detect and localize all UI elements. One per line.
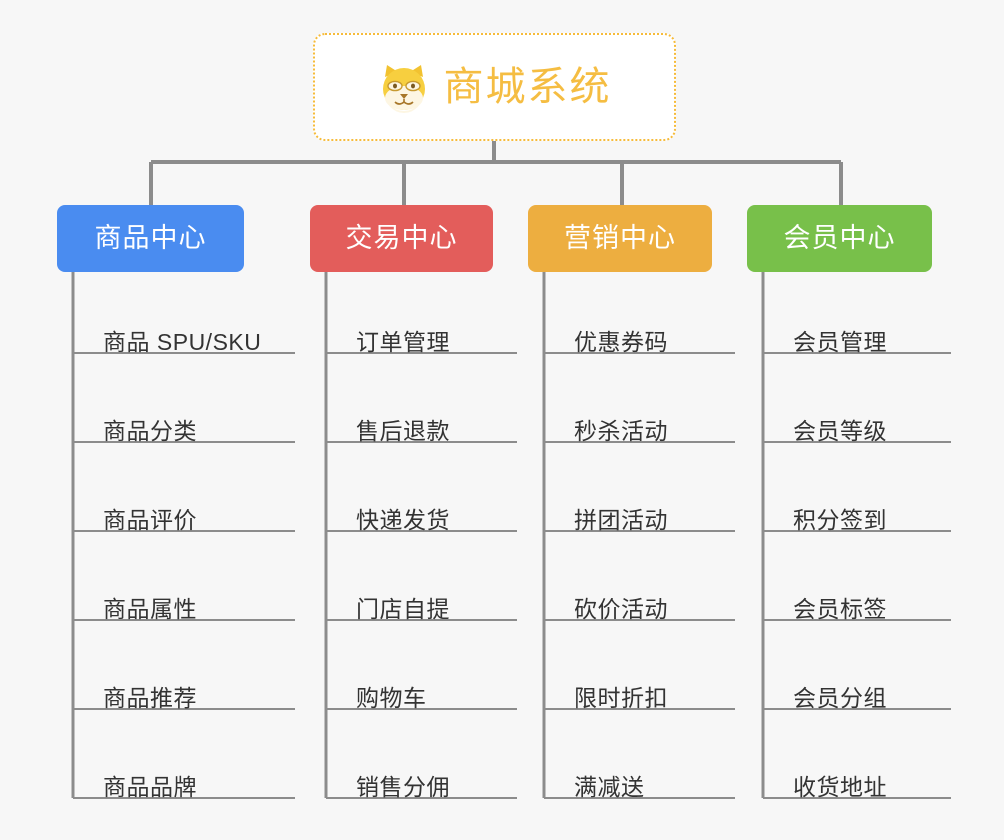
branch-header-label: 交易中心 [345,223,458,253]
leaf-item-label: 门店自提 [356,595,450,622]
leaf-item-label: 购物车 [356,684,427,711]
leaf-item[interactable]: 商品 SPU/SKU [73,313,295,357]
leaf-item[interactable]: 会员标签 [763,580,951,624]
branch-header-4[interactable]: 会员中心 [747,205,932,272]
leaf-item[interactable]: 订单管理 [326,313,517,357]
leaf-item-label: 商品评价 [103,506,197,533]
leaf-item[interactable]: 商品评价 [73,491,295,535]
leaf-item[interactable]: 商品品牌 [73,758,295,802]
shiba-dog-face-icon [378,61,430,113]
leaf-item-label: 满减送 [574,773,645,800]
leaf-item-label: 积分签到 [793,506,887,533]
leaf-item[interactable]: 秒杀活动 [544,402,735,446]
leaf-item[interactable]: 售后退款 [326,402,517,446]
leaf-item-label: 收货地址 [793,773,887,800]
leaf-item-label: 商品属性 [103,595,197,622]
leaf-item[interactable]: 会员等级 [763,402,951,446]
leaf-item-label: 销售分佣 [356,773,450,800]
leaf-item-label: 售后退款 [356,417,450,444]
leaf-item-label: 限时折扣 [574,684,668,711]
leaf-item-label: 秒杀活动 [574,417,668,444]
leaf-item[interactable]: 限时折扣 [544,669,735,713]
branch-header-label: 营销中心 [564,223,676,253]
leaf-item-label: 订单管理 [356,328,450,355]
leaf-item[interactable]: 会员管理 [763,313,951,357]
leaf-item-label: 会员等级 [793,417,887,444]
leaf-item-label: 会员标签 [793,595,887,622]
branch-header-2[interactable]: 交易中心 [310,205,493,272]
leaf-item[interactable]: 快递发货 [326,491,517,535]
branch-header-3[interactable]: 营销中心 [528,205,712,272]
leaf-item[interactable]: 拼团活动 [544,491,735,535]
leaf-item-label: 会员管理 [793,328,887,355]
leaf-item-label: 拼团活动 [574,506,668,533]
leaf-item[interactable]: 商品推荐 [73,669,295,713]
branch-header-label: 会员中心 [783,223,896,253]
leaf-item-label: 快递发货 [356,506,450,533]
leaf-item[interactable]: 砍价活动 [544,580,735,624]
leaf-item[interactable]: 会员分组 [763,669,951,713]
leaf-item[interactable]: 购物车 [326,669,517,713]
leaf-item-label: 优惠券码 [574,328,668,355]
branch-header-1[interactable]: 商品中心 [57,205,244,272]
leaf-item[interactable]: 商品属性 [73,580,295,624]
leaf-item-label: 砍价活动 [574,595,668,622]
leaf-item-label: 会员分组 [793,684,887,711]
leaf-item[interactable]: 门店自提 [326,580,517,624]
branch-header-label: 商品中心 [94,223,207,253]
leaf-item-label: 商品推荐 [103,684,197,711]
leaf-item[interactable]: 商品分类 [73,402,295,446]
leaf-item-label: 商品品牌 [103,773,197,800]
leaf-item[interactable]: 满减送 [544,758,735,802]
leaf-item[interactable]: 积分签到 [763,491,951,535]
root-node-label: 商城系统 [443,65,612,109]
leaf-item-label: 商品分类 [103,417,197,444]
leaf-item[interactable]: 收货地址 [763,758,951,802]
leaf-item[interactable]: 优惠券码 [544,313,735,357]
leaf-item-label: 商品 SPU/SKU [103,328,262,355]
root-node[interactable]: 商城系统 [313,33,676,141]
leaf-item[interactable]: 销售分佣 [326,758,517,802]
